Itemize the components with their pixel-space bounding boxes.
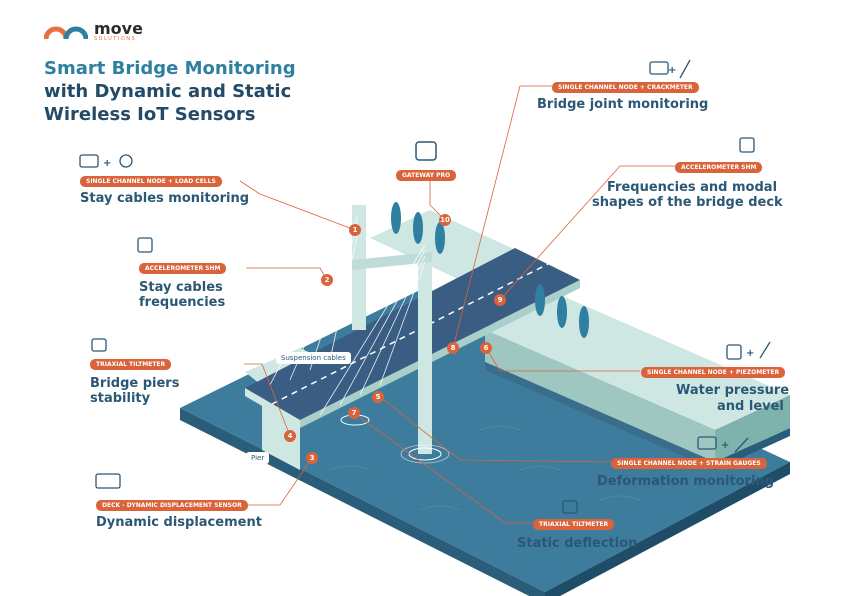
logo-word: move <box>94 19 143 38</box>
callout-9-sensor: ACCELEROMETER SHM <box>675 162 763 173</box>
accelerometer-icon-9 <box>739 137 755 153</box>
right-bank-top <box>485 295 790 430</box>
callout-7-sensor: TRIAXIAL TILTMETER <box>533 519 615 530</box>
strain-gauge-icon <box>734 437 749 453</box>
displacement-sensor-icon <box>95 473 121 489</box>
callout-6-sensor: SINGLE CHANNEL NODE + PIEZOMETER <box>641 367 786 378</box>
node-icon-6 <box>726 344 742 360</box>
callout-6-label-line-1: Water pressure <box>676 383 790 398</box>
tiltmeter-icon-4 <box>91 338 107 352</box>
node-icon-1 <box>79 154 99 168</box>
marker-5[interactable]: 5 <box>372 391 384 403</box>
callout-1-label: Stay cables monitoring <box>80 191 250 206</box>
marker-4[interactable]: 4 <box>284 430 296 442</box>
brand-logo: move SOLUTIONS <box>44 19 143 42</box>
callout-9-label-line-2: shapes of the bridge deck <box>592 195 783 210</box>
marker-3[interactable]: 3 <box>306 452 318 464</box>
callout-4-sensor: TRIAXIAL TILTMETER <box>90 359 172 370</box>
suspension-cables-tag: Suspension cables <box>276 352 351 364</box>
piezometer-icon <box>759 341 771 359</box>
callout-8-label: Bridge joint monitoring <box>537 97 709 112</box>
load-cell-icon <box>119 154 133 168</box>
callout-3-sensor: DECK - DYNAMIC DISPLACEMENT SENSOR <box>96 500 248 511</box>
marker-7[interactable]: 7 <box>348 407 360 419</box>
callout-10-sensor: GATEWAY PRO <box>396 170 457 181</box>
pier-tag: Pier <box>246 452 270 464</box>
callout-4-label-line-2: stability <box>90 391 151 406</box>
bridge-deck <box>245 248 580 420</box>
marker-9[interactable]: 9 <box>494 294 506 306</box>
callout-2-label-line-2: frequencies <box>139 295 226 310</box>
callout-7-label: Static deflection <box>517 536 638 551</box>
crackmeter-icon <box>679 59 691 79</box>
logo-mark-icon <box>44 26 88 40</box>
bridge-pier <box>262 405 300 470</box>
svg-text:+: + <box>721 440 729 451</box>
tiltmeter-icon-7 <box>562 500 578 514</box>
page-title-line-1: Smart Bridge Monitoring <box>44 58 296 79</box>
svg-text:+: + <box>668 65 676 76</box>
page-title-line-2: with Dynamic and Static <box>44 81 292 102</box>
marker-2[interactable]: 2 <box>321 274 333 286</box>
callout-2-sensor: ACCELEROMETER SHM <box>139 263 227 274</box>
marker-1[interactable]: 1 <box>349 224 361 236</box>
marker-8[interactable]: 8 <box>447 342 459 354</box>
svg-text:+: + <box>746 348 754 359</box>
callout-4-label-line-1: Bridge piers <box>90 376 180 391</box>
pylon-front <box>418 232 432 454</box>
callout-6-label-line-2: and level <box>717 399 784 414</box>
callout-3-label: Dynamic displacement <box>96 515 262 530</box>
callout-8-sensor: SINGLE CHANNEL NODE + CRACKMETER <box>552 82 699 93</box>
node-icon-5 <box>697 436 717 450</box>
leader-lines <box>239 85 675 524</box>
marker-10[interactable]: 10 <box>439 214 451 226</box>
callout-5-label: Deformation monitoring <box>597 474 775 489</box>
node-icon-8 <box>649 61 669 75</box>
callout-2-label-line-1: Stay cables <box>139 280 223 295</box>
accelerometer-icon-2 <box>137 237 153 253</box>
svg-text:+: + <box>103 158 111 169</box>
gateway-icon <box>415 141 437 161</box>
callout-1-sensor: SINGLE CHANNEL NODE + LOAD CELLS <box>80 176 222 187</box>
page-title-line-3: Wireless IoT Sensors <box>44 104 256 125</box>
marker-6[interactable]: 6 <box>480 342 492 354</box>
logo-subtitle: SOLUTIONS <box>94 36 137 42</box>
callout-5-sensor: SINGLE CHANNEL NODE + STRAIN GAUGES <box>611 458 767 469</box>
callout-9-label-line-1: Frequencies and modal <box>607 180 778 195</box>
